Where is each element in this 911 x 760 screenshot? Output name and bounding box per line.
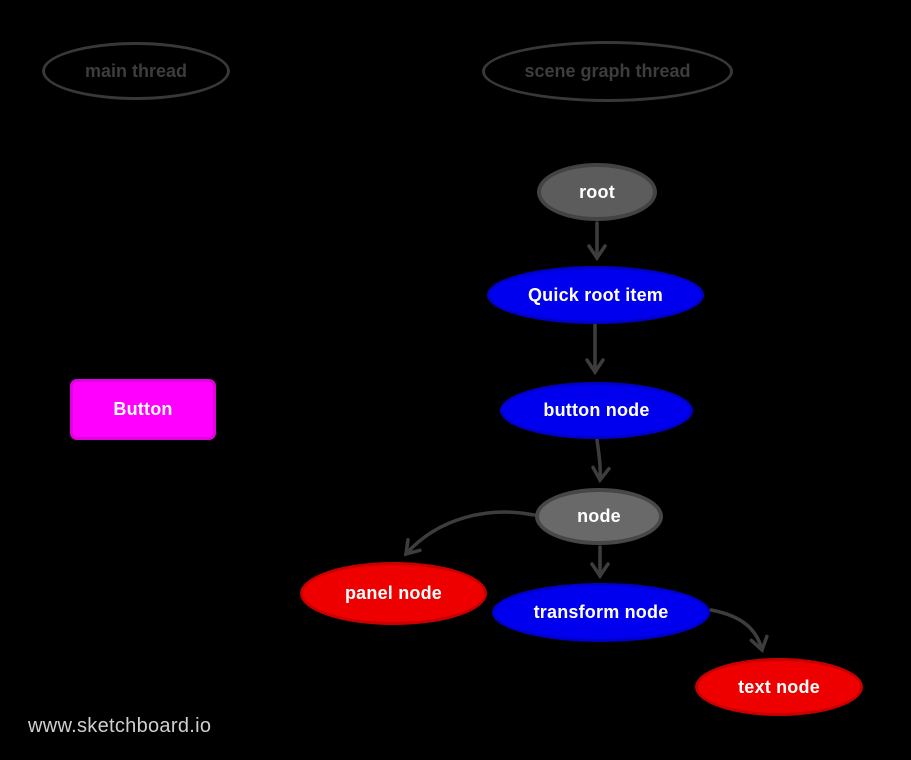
scene-graph-thread-ellipse[interactable]: scene graph thread — [482, 41, 733, 102]
node-transform-node-label: transform node — [533, 602, 669, 622]
node-text-node[interactable]: text node — [695, 658, 863, 716]
node-button-node-label: button node — [543, 400, 650, 420]
button-rectangle-label: Button — [113, 399, 173, 419]
button-rectangle[interactable]: Button — [70, 379, 216, 440]
node-panel-node[interactable]: panel node — [300, 562, 487, 625]
scene-graph-thread-label: scene graph thread — [524, 61, 691, 81]
node-button-node[interactable]: button node — [500, 382, 693, 439]
main-thread-label: main thread — [84, 60, 188, 81]
edge-transform-node-to-text-node — [709, 608, 769, 654]
main-thread-ellipse[interactable]: main thread — [42, 42, 230, 100]
node-root[interactable]: root — [537, 163, 657, 221]
node-text-node-label: text node — [738, 676, 820, 697]
edge-node-to-panel-node — [403, 510, 536, 557]
node-transform-node[interactable]: transform node — [492, 583, 710, 642]
node-root-label: root — [579, 181, 615, 202]
watermark: www.sketchboard.io — [28, 715, 212, 737]
node-node-label: node — [577, 506, 621, 526]
node-quick-root-item[interactable]: Quick root item — [487, 266, 704, 324]
node-node[interactable]: node — [535, 488, 663, 545]
node-quick-root-item-label: Quick root item — [527, 284, 664, 305]
node-panel-node-label: panel node — [344, 583, 442, 603]
edge-button-node-to-node — [591, 438, 611, 484]
